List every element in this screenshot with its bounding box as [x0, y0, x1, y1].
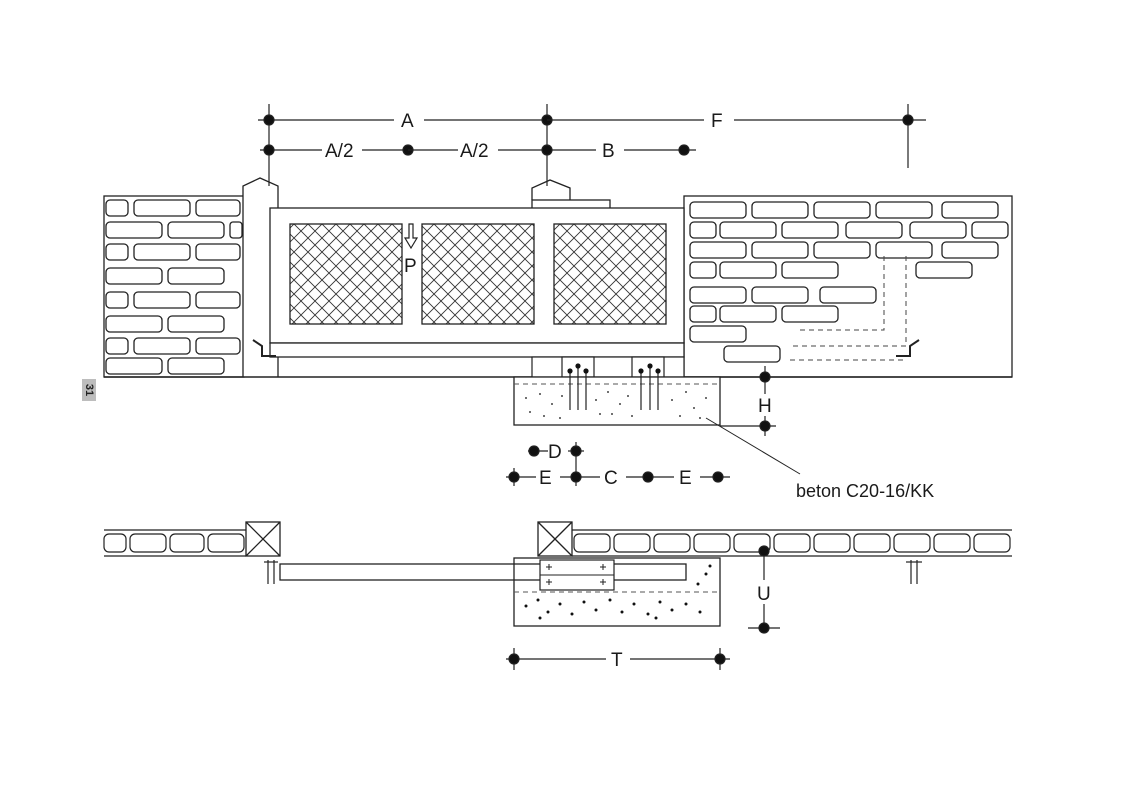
label-b: B — [602, 141, 615, 162]
dimension-t — [506, 648, 730, 670]
right-post-cap — [531, 179, 571, 200]
label-c: C — [604, 468, 618, 489]
left-gate-stop — [252, 339, 276, 357]
label-a-half-right: A/2 — [460, 141, 489, 162]
plan-concrete-foundation — [513, 557, 721, 627]
plan-wall-left — [103, 529, 246, 557]
motor-base — [531, 356, 685, 378]
plan-stop-right — [906, 560, 922, 584]
plan-stop-left — [264, 560, 278, 584]
concrete-leader-line — [705, 417, 801, 475]
dimension-e-c-e — [506, 468, 730, 486]
label-f: F — [711, 111, 723, 132]
label-t: T — [611, 650, 623, 671]
sliding-gate-leaf — [269, 207, 685, 358]
dimension-u — [748, 545, 780, 634]
dimension-d — [528, 442, 584, 486]
label-e-right: E — [679, 468, 692, 489]
left-wall — [103, 195, 245, 378]
plan-wall-right — [572, 529, 1012, 557]
label-a: A — [401, 111, 414, 132]
label-d: D — [548, 442, 562, 463]
label-p: P — [404, 256, 417, 277]
plan-post-left — [245, 521, 281, 557]
plan-gate-leaf — [279, 563, 687, 581]
dimension-f — [547, 104, 926, 168]
right-gate-stop — [896, 339, 920, 357]
page-number-tab: 31 — [82, 379, 96, 401]
concrete-foundation-elevation — [513, 363, 721, 426]
label-h: H — [758, 396, 772, 417]
dimension-b — [541, 144, 696, 156]
plan-post-right — [537, 521, 573, 557]
p-arrow-icon — [403, 223, 419, 250]
right-wall — [683, 195, 1013, 378]
label-concrete: beton C20-16/KK — [796, 481, 934, 501]
dimension-h — [720, 366, 776, 436]
label-e-left: E — [539, 468, 552, 489]
label-u: U — [757, 584, 771, 605]
label-a-half-left: A/2 — [325, 141, 354, 162]
